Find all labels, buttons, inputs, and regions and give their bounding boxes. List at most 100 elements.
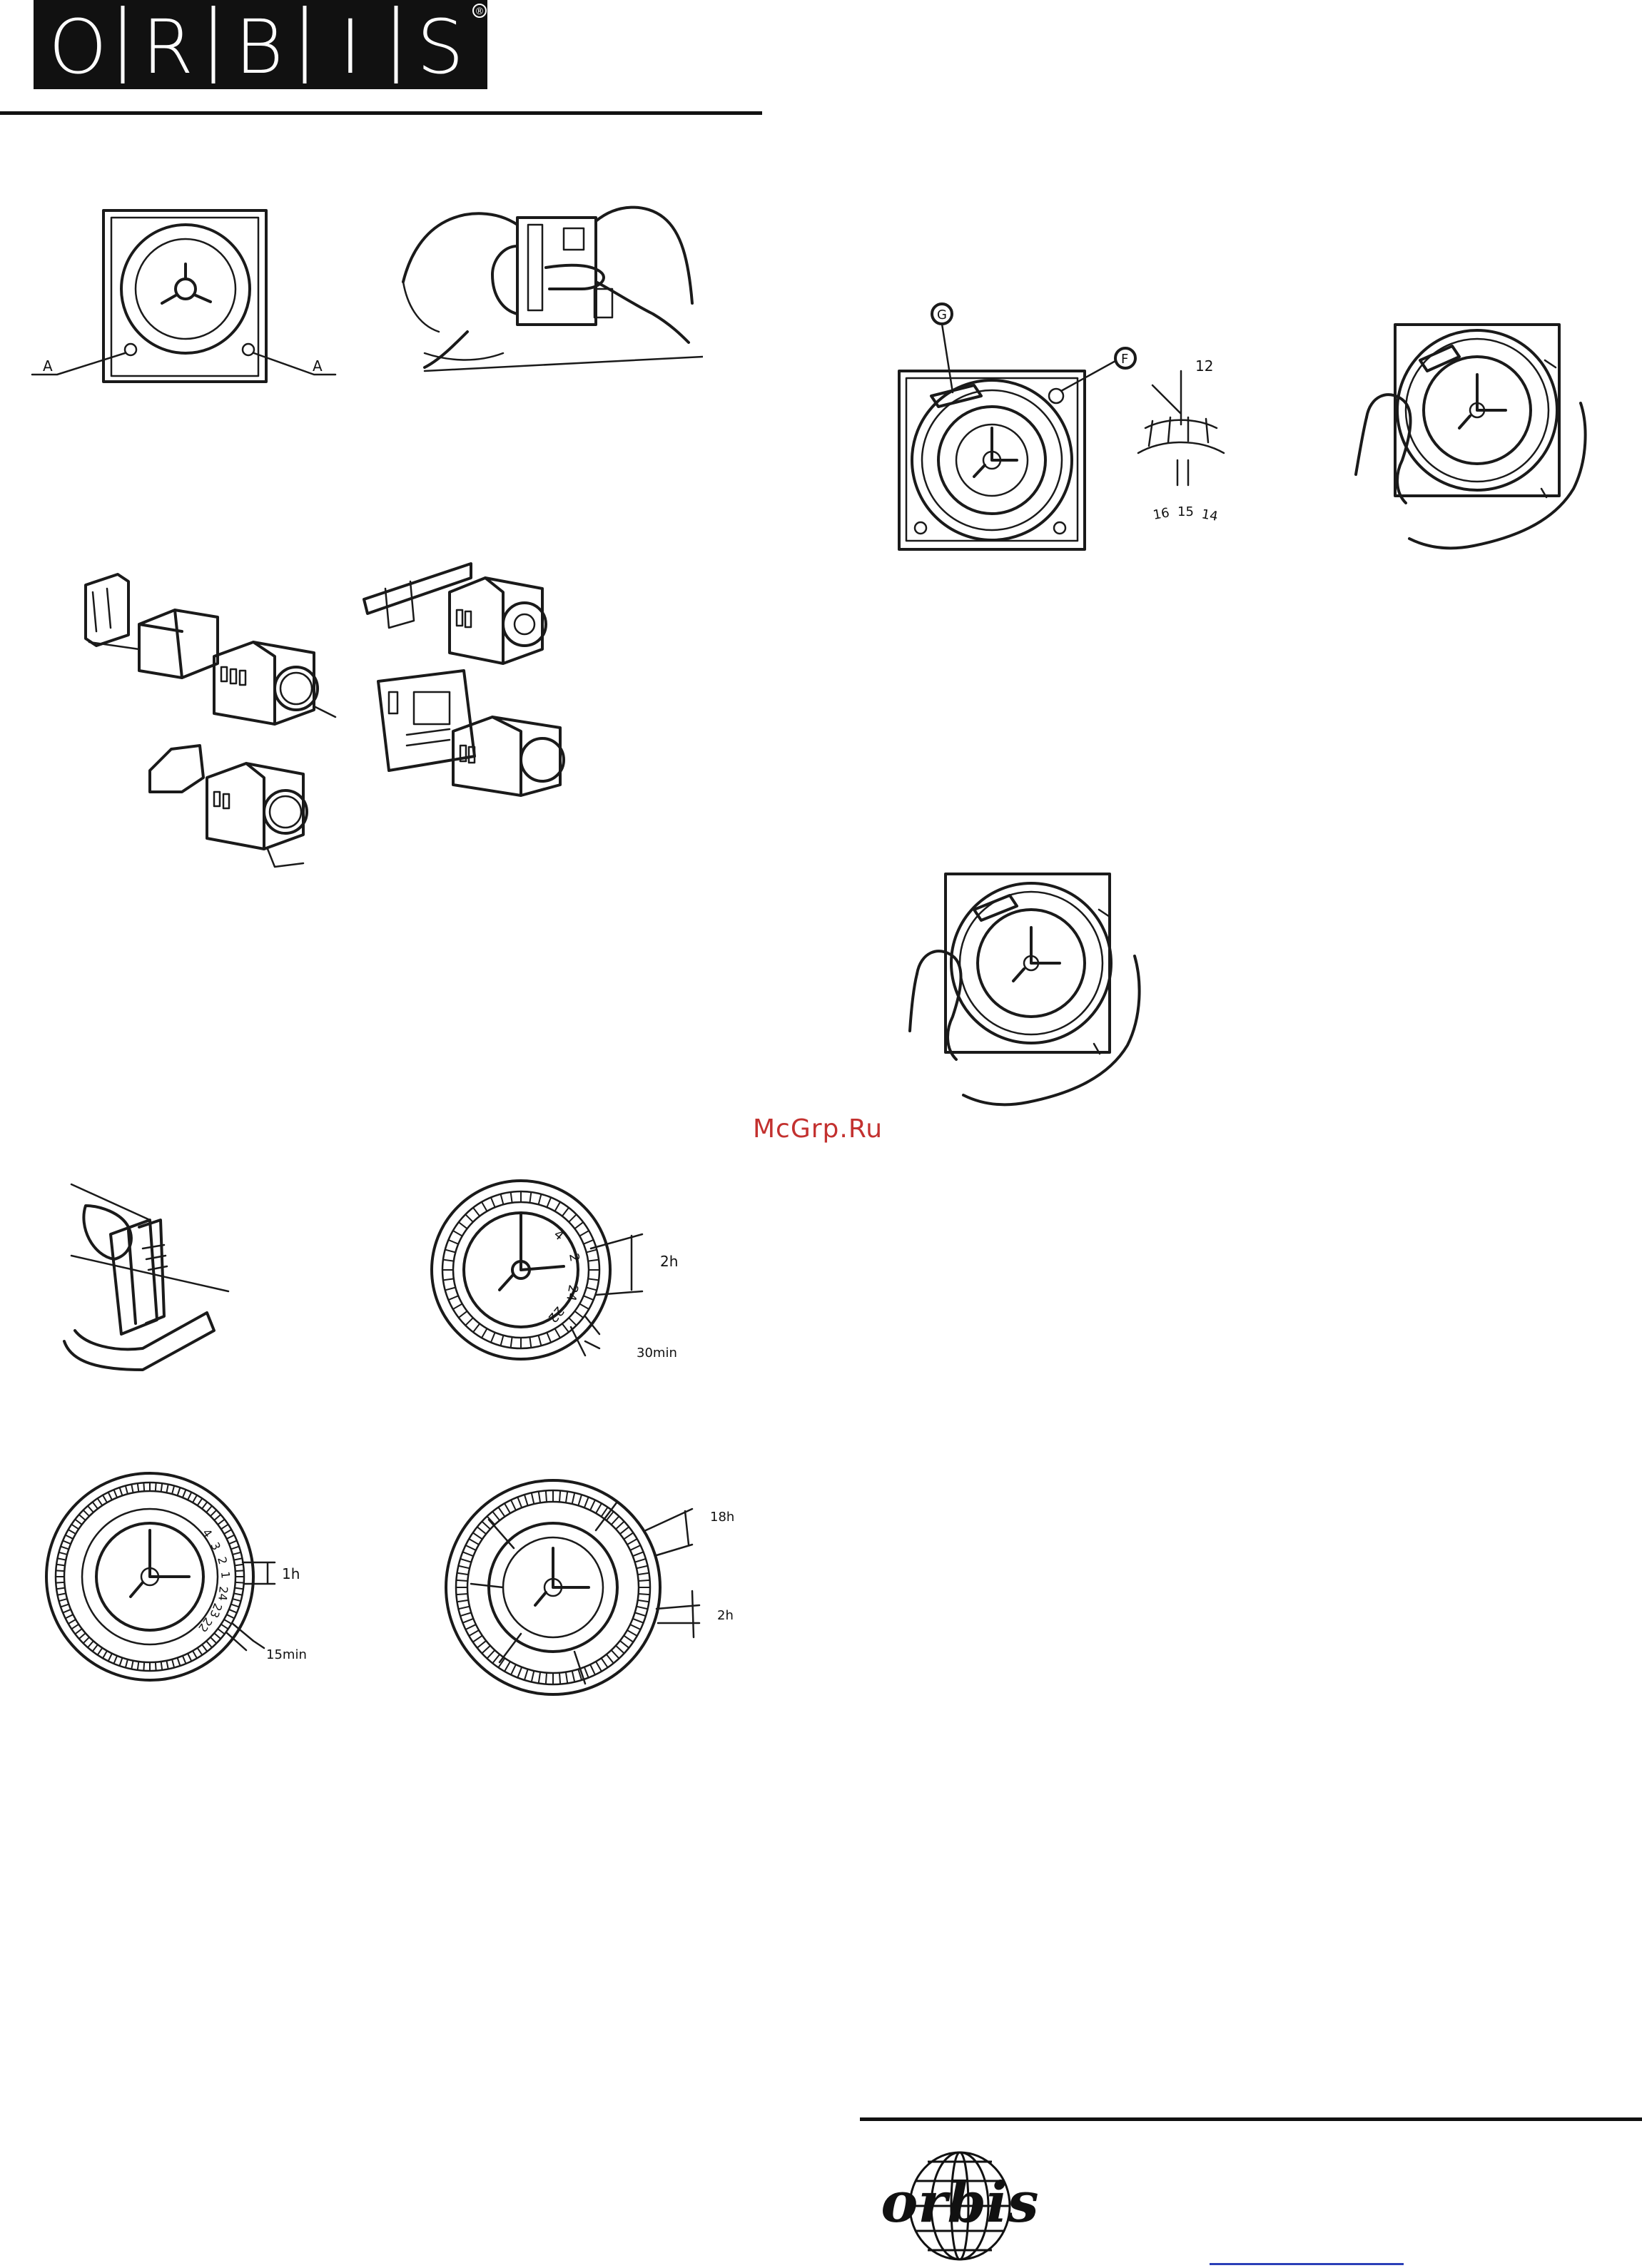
dial-tick — [443, 1278, 454, 1280]
dial-tick — [235, 1570, 244, 1571]
weekly-dial-figure: 18h 2h — [442, 1470, 749, 1705]
dial-tick — [69, 1530, 76, 1534]
dial-tick — [539, 1492, 540, 1503]
dial-tick — [501, 1336, 504, 1346]
dial-tick — [113, 1656, 117, 1664]
dial-tick — [457, 1600, 469, 1602]
dial-digit: 24 — [216, 1586, 230, 1602]
dial-digit: 24 — [563, 1283, 581, 1302]
scale-15: 15 — [1177, 504, 1194, 519]
dial-tick — [227, 1535, 235, 1539]
dial-tick — [234, 1558, 243, 1560]
dial-tick — [596, 1503, 602, 1513]
dial-tick — [487, 1516, 495, 1525]
dial-tick — [166, 1485, 168, 1493]
dial-tick — [188, 1654, 191, 1662]
dial-tick — [562, 1323, 569, 1332]
dial-tick — [231, 1547, 239, 1550]
dial-tick — [624, 1532, 633, 1539]
footer-link-underline[interactable] — [1210, 2263, 1404, 2265]
dial-tick — [638, 1600, 649, 1602]
dial-tick — [108, 1654, 112, 1662]
dial-tick — [587, 1288, 597, 1291]
dial-tick — [172, 1485, 174, 1494]
dial-tick — [83, 1510, 89, 1516]
dial-tick — [445, 1250, 455, 1253]
dial-tick — [126, 1485, 128, 1494]
dial-tick — [482, 1646, 490, 1654]
dial-tick — [202, 1502, 207, 1509]
dial-tick — [56, 1570, 64, 1571]
dial-tick — [572, 1671, 575, 1682]
setting-clock-detail-figure: G F 12 16 15 14 — [896, 300, 1231, 556]
dial-tick — [633, 1619, 644, 1623]
dial-tick — [214, 1633, 221, 1639]
dial-tick — [584, 1240, 594, 1244]
dial-tick — [229, 1540, 237, 1544]
dial-tick — [616, 1646, 624, 1654]
dial-tick — [193, 1495, 197, 1502]
dial-tick — [131, 1485, 133, 1493]
dial-tick — [224, 1530, 231, 1534]
dial-tick — [59, 1599, 67, 1601]
dial-tick — [58, 1593, 66, 1595]
dial-tick — [517, 1667, 522, 1678]
segment-18h-label: 18h — [710, 1510, 734, 1525]
dial-tick — [566, 1672, 567, 1684]
dial-tick — [492, 1654, 500, 1664]
logo-letter-s: S — [417, 4, 464, 89]
dial-tick — [588, 1278, 599, 1280]
dial-tick — [103, 1651, 107, 1658]
dial-tick — [79, 1633, 86, 1639]
dial-tick — [211, 1637, 216, 1643]
dial-tick — [448, 1240, 458, 1244]
dial-tick — [635, 1559, 646, 1562]
dial-tick — [224, 1619, 231, 1624]
dial-tick — [61, 1605, 69, 1607]
dial-tick — [88, 1506, 93, 1512]
dial-tick — [639, 1580, 650, 1581]
dial-tick — [584, 1296, 594, 1300]
dial-tick — [98, 1648, 103, 1655]
dial-tick — [233, 1599, 241, 1601]
dial-tick — [465, 1545, 475, 1550]
dial-tick — [188, 1492, 191, 1500]
dial-tick — [627, 1630, 637, 1636]
dial-tick — [578, 1495, 582, 1505]
logo-letter-r: R — [142, 4, 193, 89]
dial-tick — [630, 1624, 640, 1629]
dial-tick — [539, 1194, 542, 1204]
scale-16: 16 — [1152, 505, 1170, 523]
dial-tick — [616, 1521, 624, 1529]
minimum-2h-label: 2h — [717, 1608, 734, 1623]
dial-tick — [235, 1588, 243, 1590]
dial-tick — [233, 1552, 241, 1555]
dial-tick — [487, 1650, 495, 1659]
minimum-15min-label: 15min — [266, 1647, 307, 1662]
dial-tick — [120, 1488, 123, 1495]
dial-tick — [93, 1644, 98, 1652]
logo-letter-i: I — [340, 4, 362, 89]
segment-1h-label: 1h — [282, 1565, 300, 1582]
orbis-footer-logo: orbis — [863, 2149, 1056, 2263]
dial-tick — [555, 1202, 561, 1211]
dial-tick — [214, 1515, 221, 1520]
dial-tick — [532, 1492, 534, 1504]
dial-tick — [620, 1641, 629, 1648]
dial-tick — [71, 1624, 78, 1629]
dial-tick — [607, 1654, 614, 1664]
dial-tick — [465, 1318, 473, 1326]
dial-tick — [584, 1497, 589, 1507]
screw-label-right: A — [313, 357, 323, 375]
dial-tick — [532, 1671, 534, 1682]
footer-rule — [860, 2117, 1642, 2121]
dial-tick — [458, 1566, 470, 1569]
dial-tick — [517, 1497, 522, 1507]
hand-adjusting-dial-figure — [903, 867, 1152, 1117]
dial-tick — [562, 1208, 569, 1216]
label-f: F — [1121, 352, 1128, 367]
registered-mark: ® — [475, 6, 485, 17]
dial-tick — [98, 1498, 103, 1505]
scale-12: 12 — [1195, 357, 1213, 375]
dial-tick — [56, 1588, 65, 1590]
